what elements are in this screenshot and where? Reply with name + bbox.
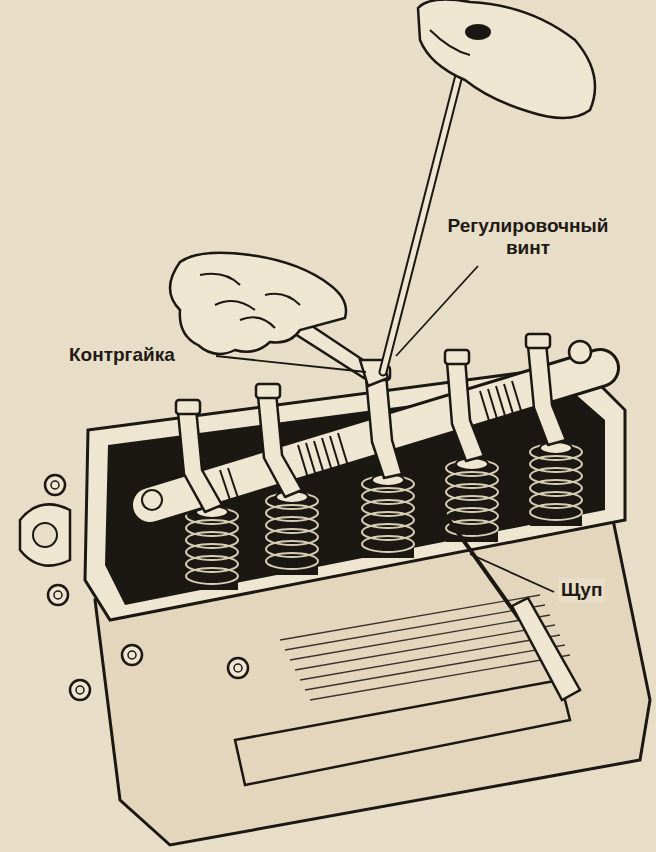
screwdriver [383, 40, 468, 372]
head-lug [20, 504, 70, 565]
rocker-arms [178, 342, 566, 512]
part-label: Контргайка [66, 343, 178, 367]
feeler-gauge [512, 598, 580, 700]
right-hand [418, 0, 595, 118]
left-hand [170, 253, 346, 354]
leader-lines [216, 266, 554, 592]
part-label: Регулировочный винт [436, 214, 620, 260]
part-label: Щуп [558, 578, 605, 602]
